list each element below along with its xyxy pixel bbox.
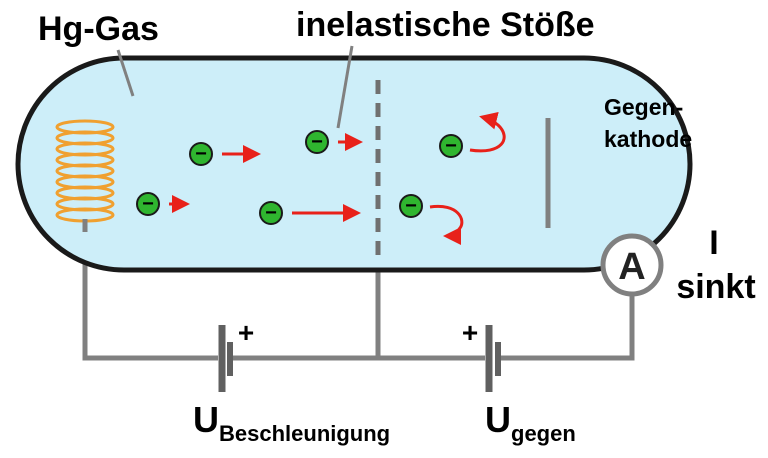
arrow-electron-5-reflected: [469, 111, 506, 153]
filament-coil: [55, 119, 115, 223]
electron-2-sign: −: [142, 193, 154, 215]
counter-voltage-label: Ugegen: [485, 399, 576, 446]
counter-voltage-subscript: gegen: [511, 421, 576, 446]
electron-3: −: [305, 130, 329, 154]
electron-4-sign: −: [265, 202, 277, 224]
electron-2: −: [136, 192, 160, 216]
wire-counter-battery-to-ammeter: [500, 292, 635, 361]
accel-voltage-subscript: Beschleunigung: [219, 421, 390, 446]
acceleration-battery: [218, 325, 233, 392]
electron-1: −: [189, 142, 213, 166]
electron-5-sign: −: [445, 135, 457, 157]
counter-voltage-main: U: [485, 399, 511, 440]
counter-electrode-label-line2: kathode: [604, 126, 692, 152]
electrons: − − − − − −: [136, 130, 463, 225]
accel-voltage-main: U: [193, 399, 219, 440]
gas-tube: [15, 55, 693, 273]
electron-5: −: [439, 134, 463, 158]
electron-6-sign: −: [405, 195, 417, 217]
electron-4: −: [259, 201, 283, 225]
counter-plus-sign: +: [462, 317, 478, 348]
current-state: sinkt: [676, 268, 755, 306]
ammeter: A: [600, 233, 664, 297]
accel-plus-sign: +: [238, 317, 254, 348]
ammeter-ring: [600, 233, 664, 297]
electron-6: −: [399, 194, 423, 218]
ammeter-symbol: A: [618, 246, 645, 288]
collisions-label: inelastische Stöße: [296, 6, 595, 44]
gas-label: Hg-Gas: [38, 10, 159, 48]
accel-voltage-label: UBeschleunigung: [193, 399, 390, 446]
wire-cathode-to-accel-battery: [82, 225, 218, 361]
counter-electrode-label-line1: Gegen-: [604, 94, 683, 120]
electron-3-sign: −: [311, 131, 323, 153]
gas-label-pointer: [116, 49, 135, 97]
collisions-label-pointer: [336, 45, 354, 129]
arrow-electron-6-reflected: [429, 204, 464, 245]
electron-1-sign: −: [195, 143, 207, 165]
current-symbol: I: [709, 224, 718, 262]
motion-arrows: [169, 111, 506, 245]
counter-battery: [485, 325, 501, 392]
